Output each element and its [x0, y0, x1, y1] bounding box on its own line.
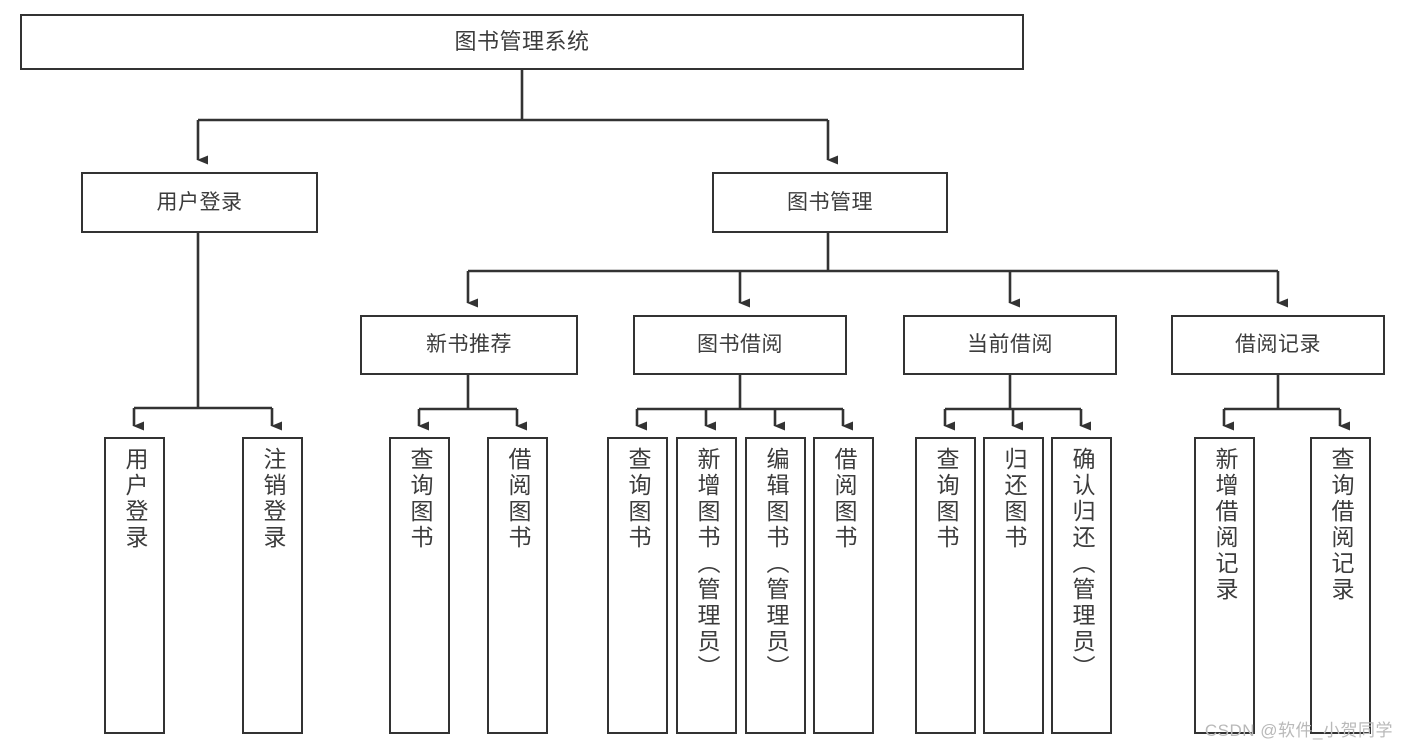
- node-book-management[interactable]: 图书管理: [712, 172, 948, 233]
- node-label: 图书管理: [787, 190, 873, 214]
- node-label: 新书推荐: [426, 333, 512, 357]
- node-user-login[interactable]: 用户登录: [81, 172, 318, 233]
- node-label: 当前借阅: [967, 333, 1053, 357]
- node-root-book-management-system[interactable]: 图书管理系统: [20, 14, 1024, 70]
- node-label: 借阅记录: [1235, 333, 1321, 357]
- node-label: 查询图书: [933, 447, 959, 551]
- leaf-node-logout-login[interactable]: 注销登录: [242, 437, 303, 734]
- leaf-node-return-book[interactable]: 归还图书: [983, 437, 1044, 734]
- node-label: 注销登录: [260, 447, 286, 551]
- node-label: 用户登录: [122, 447, 148, 551]
- leaf-node-query-borrow-record[interactable]: 查询借阅记录: [1310, 437, 1371, 734]
- node-label: 用户登录: [156, 190, 243, 214]
- node-label: 查询借阅记录: [1328, 447, 1354, 603]
- node-book-borrow[interactable]: 图书借阅: [633, 315, 847, 375]
- leaf-node-confirm-return-admin[interactable]: 确认归还（管理员）: [1051, 437, 1112, 734]
- csdn-watermark: CSDN @软件_小贺同学: [1204, 721, 1393, 740]
- node-borrow-record[interactable]: 借阅记录: [1171, 315, 1385, 375]
- node-label: 查询图书: [407, 447, 433, 551]
- node-label: 确认归还（管理员）: [1069, 447, 1095, 681]
- node-label: 查询图书: [625, 447, 651, 551]
- leaf-node-add-book-admin[interactable]: 新增图书（管理员）: [676, 437, 737, 734]
- leaf-node-query-book-current[interactable]: 查询图书: [915, 437, 976, 734]
- leaf-node-edit-book-admin[interactable]: 编辑图书（管理员）: [745, 437, 806, 734]
- node-new-book-recommend[interactable]: 新书推荐: [360, 315, 578, 375]
- leaf-node-user-login[interactable]: 用户登录: [104, 437, 165, 734]
- node-label: 新增借阅记录: [1212, 447, 1238, 603]
- leaf-node-borrow-book-new[interactable]: 借阅图书: [487, 437, 548, 734]
- node-current-borrow[interactable]: 当前借阅: [903, 315, 1117, 375]
- leaf-node-borrow-book-borrow[interactable]: 借阅图书: [813, 437, 874, 734]
- node-label: 图书借阅: [697, 333, 783, 357]
- node-label: 图书管理系统: [454, 28, 590, 54]
- leaf-node-query-book-new[interactable]: 查询图书: [389, 437, 450, 734]
- node-label: 借阅图书: [505, 447, 531, 551]
- node-label: 新增图书（管理员）: [694, 447, 720, 681]
- node-label: 编辑图书（管理员）: [763, 447, 789, 681]
- node-label: 借阅图书: [831, 447, 857, 551]
- leaf-node-query-book-borrow[interactable]: 查询图书: [607, 437, 668, 734]
- leaf-node-add-borrow-record[interactable]: 新增借阅记录: [1194, 437, 1255, 734]
- node-label: 归还图书: [1001, 447, 1027, 551]
